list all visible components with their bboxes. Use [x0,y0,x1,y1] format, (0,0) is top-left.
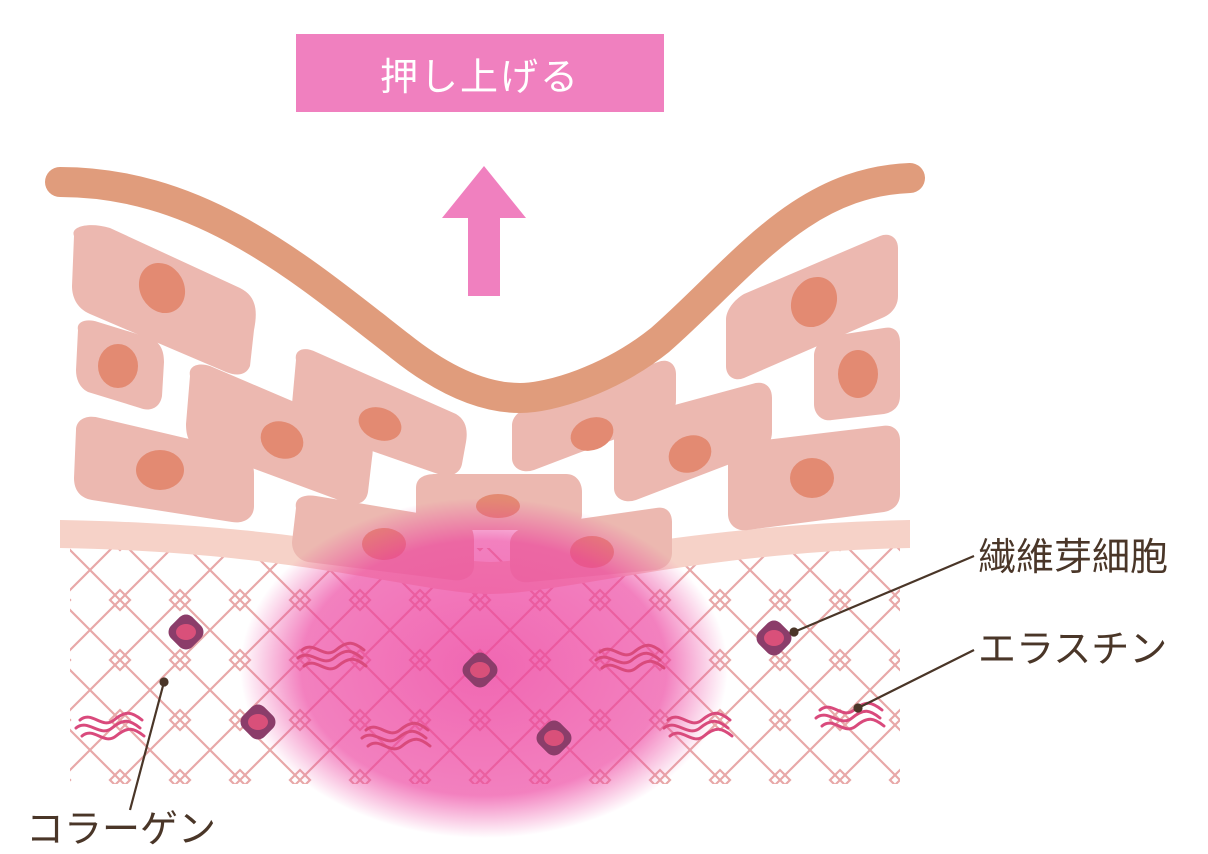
dermis-band [60,520,910,594]
leader-lines [128,554,975,811]
up-arrow-icon [442,166,526,296]
banner-background [296,34,664,112]
label-fibroblast: 繊維芽細胞 [978,535,1169,579]
banner-text: 押し上げる [379,54,580,99]
skin-surface-line [45,163,925,414]
label-elastin: エラスチン [978,627,1168,671]
label-collagen: コラーゲン [26,807,217,851]
push-up-banner: 押し上げる [296,34,664,112]
